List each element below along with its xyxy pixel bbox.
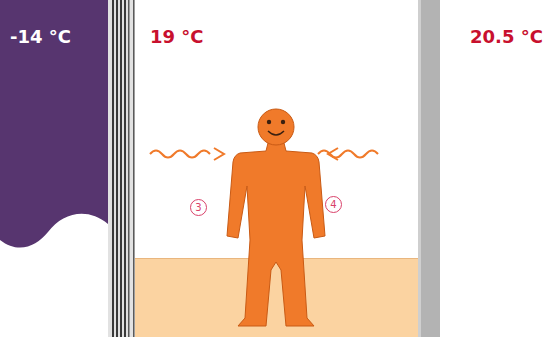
temperature-label: 19 °C (150, 26, 204, 47)
window-layers (108, 0, 135, 337)
inner-wall-edge (418, 0, 421, 337)
temperature-label: 20.5 °C (470, 26, 543, 47)
outdoor-wall: -14 °C (0, 0, 108, 252)
floor (134, 258, 419, 337)
person-figure (227, 109, 325, 326)
radiation-wave (150, 148, 378, 160)
inner-wall (418, 0, 440, 337)
temperature-label: -14 °C (10, 26, 71, 47)
callout-number: 3 (190, 199, 207, 216)
callout-number: 4 (325, 196, 342, 213)
